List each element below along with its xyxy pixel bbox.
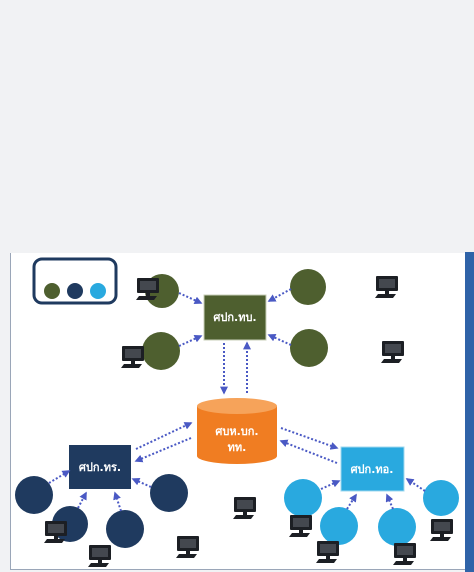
link-arrow xyxy=(279,439,338,464)
navy-unit-node xyxy=(106,510,144,548)
network-diagram-panel: ศปก.ทบ. ศบห.บก. ทท. ศปก.ทร. xyxy=(10,253,466,570)
army-unit-node xyxy=(290,269,326,305)
legend-dot-airforce xyxy=(90,283,106,299)
computer-monitor-icon xyxy=(121,346,144,368)
computer-monitor-icon xyxy=(176,536,199,558)
airforce-unit-node xyxy=(320,507,358,545)
legend-dot-navy xyxy=(67,283,83,299)
computer-monitor-icon xyxy=(381,341,404,363)
navy-cluster: ศปก.ทร. xyxy=(15,422,256,567)
airforce-ops-center-label: ศปก.ทอ. xyxy=(351,463,394,476)
army-unit-node xyxy=(290,329,328,367)
link-arrow xyxy=(320,479,341,490)
airforce-unit-node xyxy=(378,508,416,546)
link-arrow xyxy=(178,335,203,347)
navy-ops-center-label: ศปก.ทร. xyxy=(79,461,121,474)
link-arrow xyxy=(178,292,203,304)
army-ops-center-box xyxy=(203,294,267,341)
link-arrow xyxy=(134,437,192,463)
database-label-line1: ศบห.บก. xyxy=(215,425,258,438)
army-cluster: ศปก.ทบ. xyxy=(121,269,404,395)
link-arrow xyxy=(405,478,426,492)
navy-ops-center-box xyxy=(69,445,131,489)
computer-monitor-icon xyxy=(233,497,256,519)
computer-monitor-icon xyxy=(430,519,453,541)
legend-dot-army xyxy=(44,283,60,299)
legend-box xyxy=(32,257,118,305)
computer-monitor-icon xyxy=(88,545,111,567)
link-arrow xyxy=(113,491,122,512)
computer-monitor-icon xyxy=(375,276,398,298)
blank-header-area xyxy=(0,0,474,252)
link-arrow xyxy=(77,491,87,509)
link-arrow xyxy=(135,422,193,450)
link-arrow xyxy=(267,334,292,346)
computer-monitor-icon xyxy=(393,543,416,565)
airforce-unit-node xyxy=(423,480,459,516)
link-arrow xyxy=(280,427,339,450)
airforce-cluster: ศปก.ทอ. xyxy=(279,427,459,565)
computer-monitor-icon xyxy=(136,278,159,300)
central-database: ศบห.บก. ทท. xyxy=(197,398,277,464)
link-arrow xyxy=(131,477,152,488)
airforce-unit-node xyxy=(284,479,322,517)
network-diagram: ศปก.ทบ. ศบห.บก. ทท. ศปก.ทร. xyxy=(15,257,459,567)
computer-monitor-icon xyxy=(289,515,312,537)
computer-monitor-icon xyxy=(44,521,67,543)
army-unit-node xyxy=(142,332,180,370)
computer-monitor-icon xyxy=(316,541,339,563)
army-ops-center-label: ศปก.ทบ. xyxy=(213,311,256,324)
link-arrow xyxy=(385,493,394,510)
airforce-ops-center-box xyxy=(340,446,405,492)
right-edge-strip xyxy=(465,252,474,572)
link-arrow xyxy=(267,288,292,302)
link-arrow xyxy=(346,493,357,510)
database-label-line2: ทท. xyxy=(228,441,247,454)
navy-unit-node xyxy=(150,474,188,512)
navy-unit-node xyxy=(15,476,53,514)
link-arrow xyxy=(48,470,71,484)
